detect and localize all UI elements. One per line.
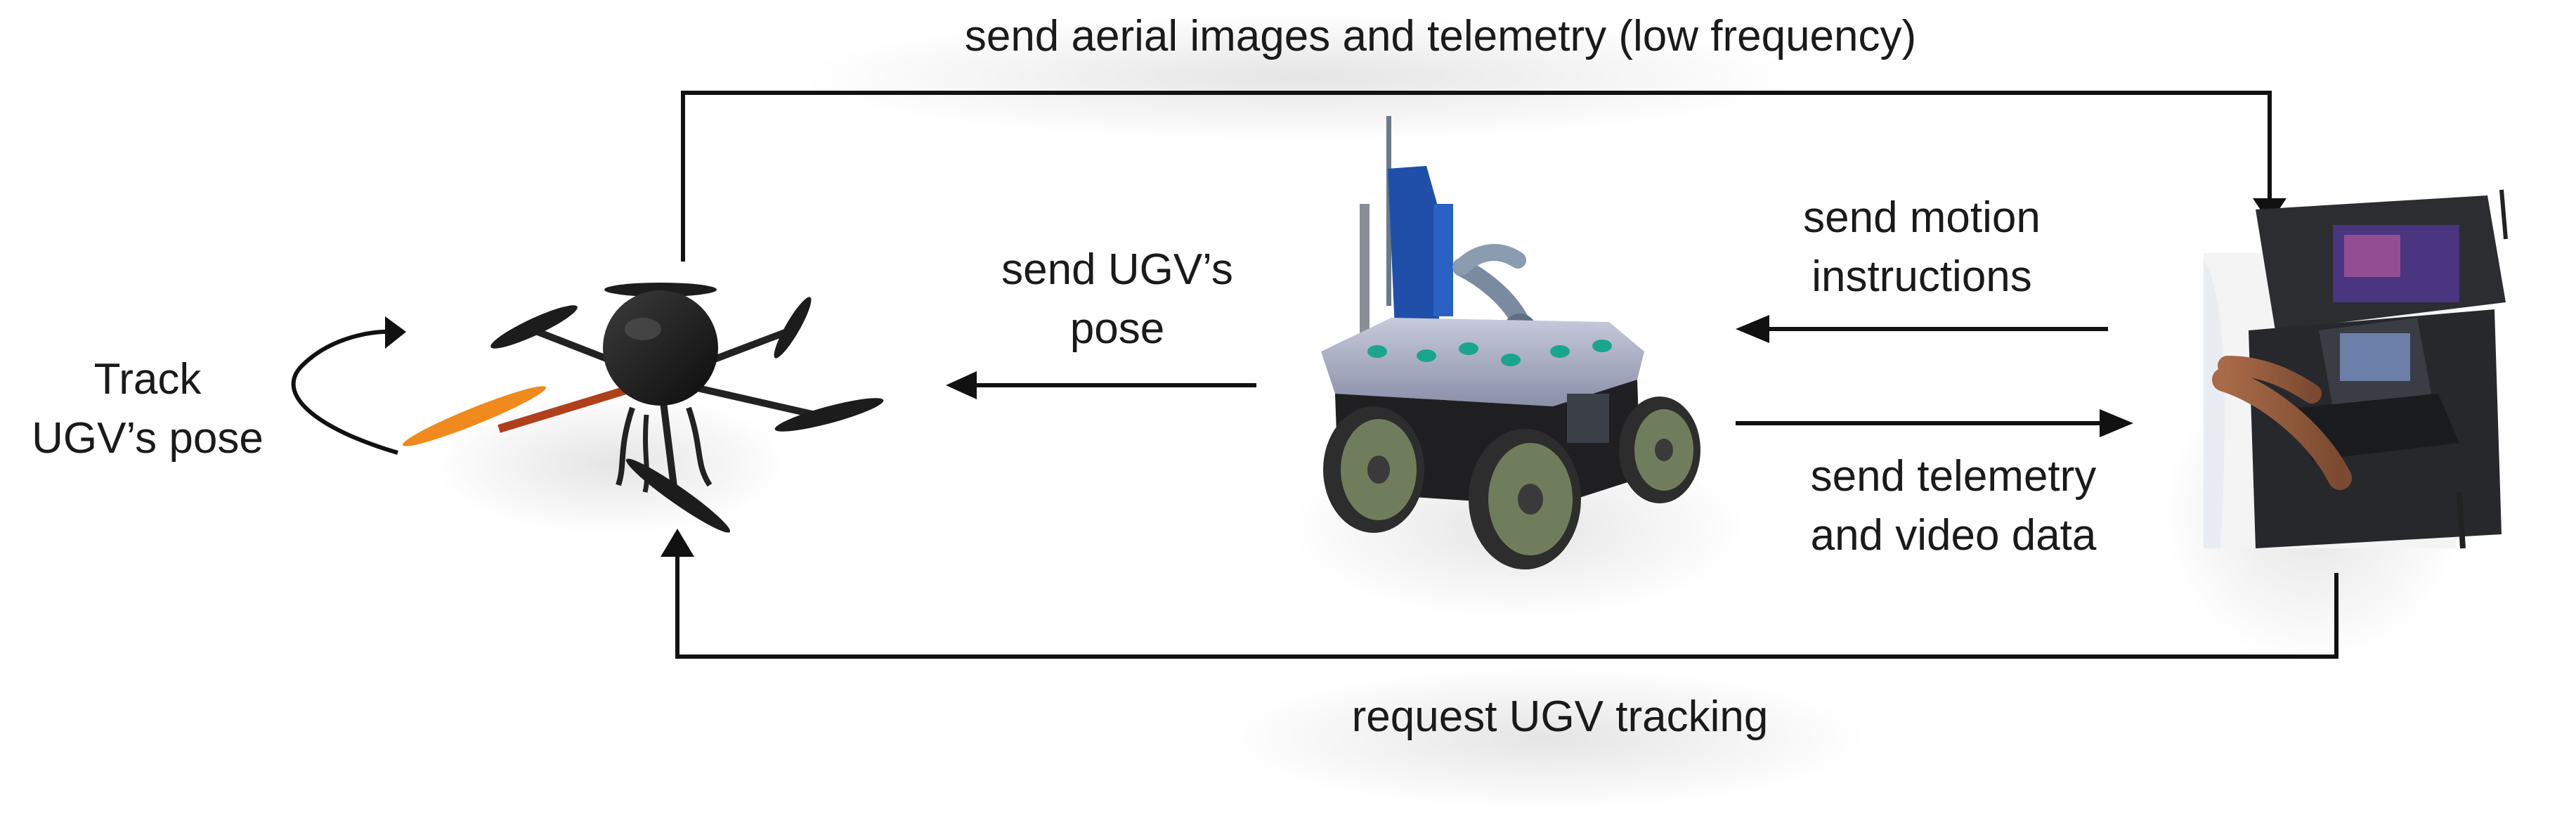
motion-label-line2: instructions [1811,252,2032,301]
bottom-flow-label: request UGV tracking [1351,692,1769,741]
arrow-send-pose [946,371,1256,399]
send-pose-label-line2: pose [1069,304,1165,353]
robot-wheel [1619,397,1700,503]
arrow-track-loop [291,316,406,455]
label-shadow [1230,668,1862,808]
telemetry-label-line2: and video data [1810,511,2097,560]
top-flow-label: send aerial images and telemetry (low fr… [964,12,1917,60]
track-label-line1: Track [93,355,202,404]
label-shadow [808,14,1792,141]
arrow-bottom-loop [661,529,2338,659]
quadcopter-drone-image [402,283,884,533]
track-label-line2: UGV’s pose [32,414,264,463]
motion-label-line1: send motion [1803,193,2041,242]
arrow-send-telemetry [1736,409,2133,437]
telemetry-label-line1: send telemetry [1810,452,2097,501]
robot-wheel [1323,406,1424,533]
operator-control-station-photo [2204,189,2508,549]
send-pose-label-line1: send UGV’s [1001,245,1233,294]
ground-robot-with-arm-image [1321,116,1700,569]
arrow-send-motion [1736,315,2108,343]
robot-wheel [1469,429,1581,569]
drone-shadow [436,394,787,534]
